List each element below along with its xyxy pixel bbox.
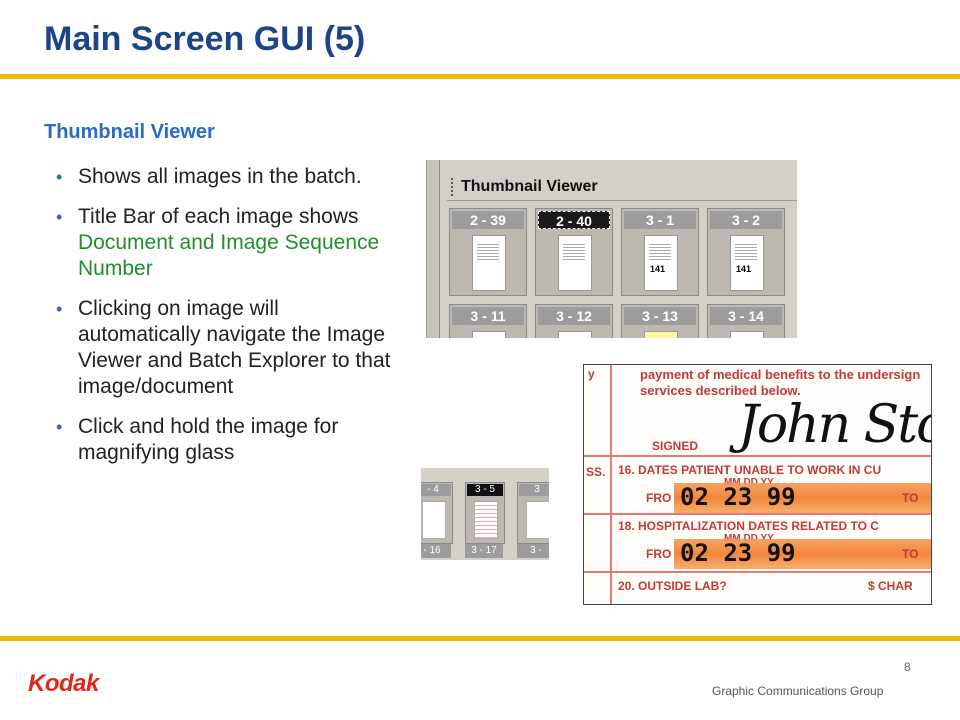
strip-label: 3 - [517,544,549,558]
strip-label: - 16 [421,544,451,558]
kodak-logo: Kodak [28,670,99,697]
date-value: 02 23 99 [680,539,796,567]
thumbnail[interactable]: 3 - 11 [449,304,527,338]
strip-thumbnail[interactable]: - 4 [421,482,453,544]
document-page-icon [558,331,592,338]
form-divider [610,365,612,604]
document-page-icon: 141 [644,235,678,291]
bottom-rule [0,636,960,641]
highlight-bar [674,539,931,569]
strip-label: 3 - 5 [467,484,503,496]
page-number: 8 [904,660,911,674]
section-heading: Thumbnail Viewer [44,121,215,143]
strip-label: - 4 [421,484,451,496]
form-text: MM DD YY [724,477,774,488]
form-text: services described below. [640,383,801,398]
form-divider [584,571,931,573]
signature: John Sto [738,395,932,455]
strip-thumbnail-selected[interactable]: 3 - 5 [465,482,505,544]
form-code: SS. [586,465,606,479]
form-text: $ CHAR [868,579,913,593]
highlighted-text: Document and Image Sequence Number [78,231,380,280]
form-text: 20. OUTSIDE LAB? [618,579,727,593]
bullet-item: Shows all images in the batch. [56,164,396,190]
strip-label: 3 [519,484,549,496]
thumbnail[interactable]: 3 - 14 [707,304,785,338]
thumbnail-viewer-titlebar: Thumbnail Viewer [447,174,797,201]
document-page-icon [422,501,446,539]
strip-label: 3 - 17 [465,544,503,558]
document-page-icon [474,501,498,539]
strip-thumbnail[interactable]: 3 [517,482,549,544]
thumbnail-label: 3 - 14 [710,307,782,325]
thumbnail-label: 3 - 2 [710,211,782,229]
form-text: MM DD YY [724,533,774,544]
page-mark: 141 [650,264,666,274]
form-divider [584,455,931,457]
form-text: SIGNED [652,439,699,453]
thumbnail[interactable]: 3 - 12 [535,304,613,338]
form-divider [584,513,931,515]
thumbnail-label: 2 - 40 [538,211,610,229]
thumbnail[interactable]: 3 - 1 141 [621,208,699,296]
date-value: 02 23 99 [680,483,796,511]
document-page-icon [558,235,592,291]
bullet-item: Click and hold the image for magnifying … [56,414,396,466]
thumbnail[interactable]: 3 - 2 141 [707,208,785,296]
form-text: FRO [646,491,672,505]
form-code: y [588,367,595,381]
grip-icon[interactable] [451,178,456,196]
bullet-item: Title Bar of each image shows Document a… [56,204,396,282]
form-text: 16. DATES PATIENT UNABLE TO WORK IN CU [618,463,882,477]
magnified-form-image: y SS. payment of medical benefits to the… [583,364,932,605]
bullet-list: Shows all images in the batch. Title Bar… [56,164,396,480]
thumbnail-label: 3 - 1 [624,211,696,229]
document-page-icon [472,235,506,291]
thumbnail[interactable]: 3 - 13 [621,304,699,338]
form-text: TO [902,491,919,505]
slide-title: Main Screen GUI (5) [44,20,366,58]
bullet-item: Clicking on image will automatically nav… [56,296,396,400]
thumbnail-selected[interactable]: 2 - 40 [535,208,613,296]
scrollbar[interactable] [427,160,440,338]
form-text: TO [902,547,919,561]
document-page-icon [472,331,506,338]
thumbnail-label: 3 - 11 [452,307,524,325]
thumbnail-label: 3 - 12 [538,307,610,325]
thumbnail-label: 3 - 13 [624,307,696,325]
document-page-icon [526,501,549,539]
thumbnail-strip-screenshot: - 4 3 - 5 3 - 16 3 - 17 3 - [421,468,549,560]
footer-group-name: Graphic Communications Group [712,684,884,698]
thumbnail[interactable]: 2 - 39 [449,208,527,296]
form-text: payment of medical benefits to the under… [640,367,921,382]
document-page-icon [644,331,678,338]
top-rule [0,74,960,79]
thumbnail-label: 2 - 39 [452,211,524,229]
form-text: 18. HOSPITALIZATION DATES RELATED TO C [618,519,879,533]
document-page-icon [730,331,764,338]
page-mark: 141 [736,264,752,274]
highlight-bar [674,483,931,513]
document-page-icon: 141 [730,235,764,291]
form-text: FRO [646,547,672,561]
thumbnail-viewer-title: Thumbnail Viewer [461,178,598,195]
